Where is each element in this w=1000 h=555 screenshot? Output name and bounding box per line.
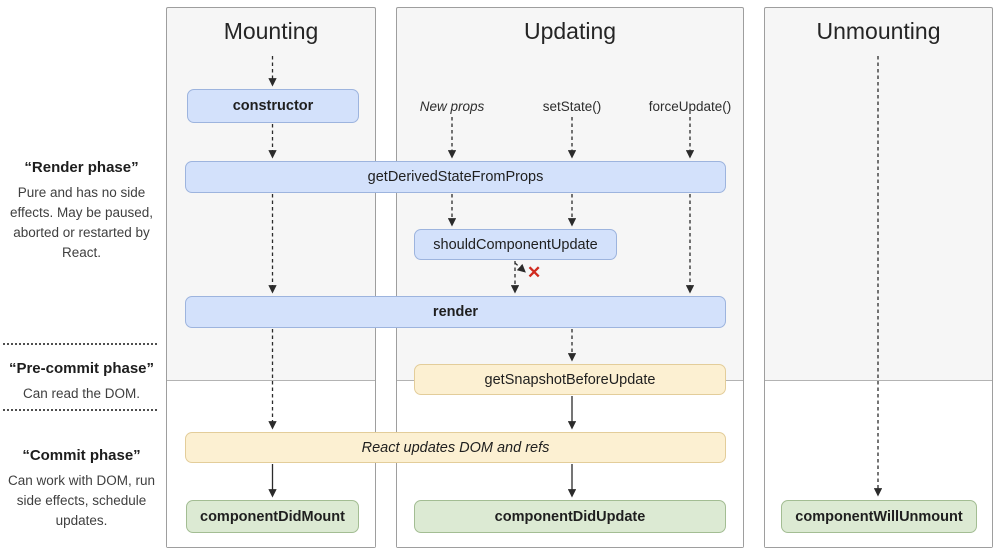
commit-phase-note: “Commit phase” Can work with DOM, run si… [0,447,163,531]
updating-panel [396,7,744,548]
pre-commit-phase-note: “Pre-commit phase” Can read the DOM. [0,360,163,404]
render-box[interactable]: render [185,296,726,328]
phase-divider-bottom [3,409,157,411]
unmounting-panel [764,7,993,548]
commit-phase-description: Can work with DOM, run side effects, sch… [7,473,156,528]
get-snapshot-before-update-box[interactable]: getSnapshotBeforeUpdate [414,364,726,395]
set-state-label: setState() [542,99,602,114]
commit-phase-title: “Commit phase” [22,447,141,464]
should-component-update-box[interactable]: shouldComponentUpdate [414,229,617,260]
mounting-title: Mounting [223,18,319,44]
unmounting-title: Unmounting [816,18,941,44]
component-did-mount-box[interactable]: componentDidMount [186,500,359,533]
component-will-unmount-box[interactable]: componentWillUnmount [781,500,977,533]
update-blocked-icon: ✕ [527,263,542,282]
react-updates-dom-box: React updates DOM and refs [185,432,726,463]
updating-title: Updating [523,18,617,44]
new-props-label: New props [419,99,485,114]
force-update-label: forceUpdate() [648,99,732,114]
pre-commit-phase-title: “Pre-commit phase” [8,360,155,377]
pre-commit-phase-description: Can read the DOM. [22,386,141,401]
phase-divider-top [3,343,157,345]
component-did-update-box[interactable]: componentDidUpdate [414,500,726,533]
render-phase-description: Pure and has no side effects. May be pau… [9,185,154,260]
constructor-box[interactable]: constructor [187,89,359,123]
render-phase-note: “Render phase” Pure and has no side effe… [0,159,163,263]
get-derived-state-from-props-box[interactable]: getDerivedStateFromProps [185,161,726,193]
render-phase-title: “Render phase” [24,159,139,176]
